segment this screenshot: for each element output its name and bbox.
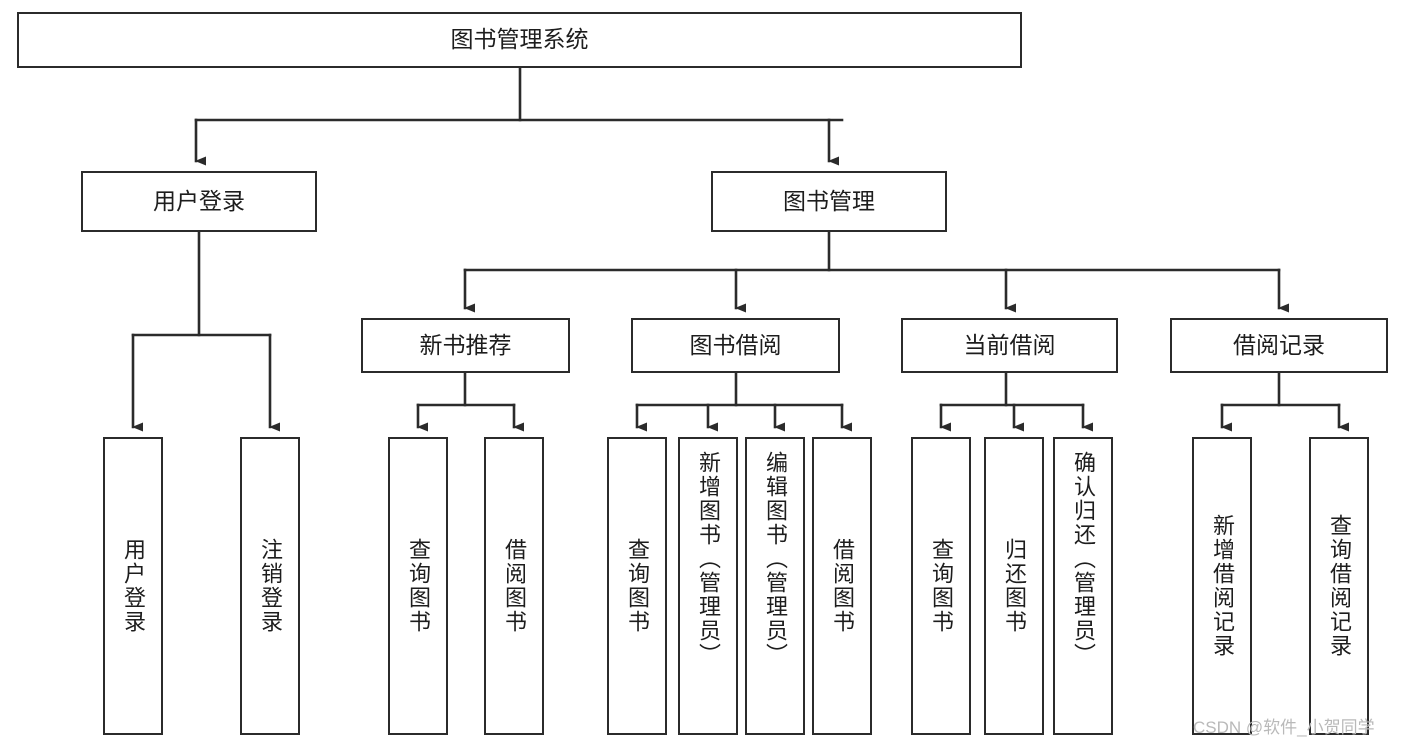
node-label: 用户登录 bbox=[153, 187, 245, 214]
node-leaf-add-borrow-record[interactable]: 新增借阅记录 bbox=[1192, 437, 1252, 735]
node-label: 查询图书 bbox=[625, 538, 650, 634]
node-leaf-edit-book-admin[interactable]: 编辑图书（管理员） bbox=[745, 437, 805, 735]
node-label: 图书管理 bbox=[783, 187, 875, 214]
node-root-system[interactable]: 图书管理系统 bbox=[17, 12, 1022, 68]
node-book-borrow[interactable]: 图书借阅 bbox=[631, 318, 840, 373]
node-leaf-query-borrow-record[interactable]: 查询借阅记录 bbox=[1309, 437, 1369, 735]
node-book-management[interactable]: 图书管理 bbox=[711, 171, 947, 232]
node-label: 新增图书（管理员） bbox=[696, 451, 721, 667]
node-leaf-logout[interactable]: 注销登录 bbox=[240, 437, 300, 735]
node-label: 图书管理系统 bbox=[450, 26, 589, 53]
node-label: 归还图书 bbox=[1002, 538, 1027, 634]
node-label: 注销登录 bbox=[258, 538, 283, 634]
node-borrow-record[interactable]: 借阅记录 bbox=[1170, 318, 1388, 373]
node-label: 当前借阅 bbox=[963, 331, 1056, 358]
node-leaf-confirm-return-admin[interactable]: 确认归还（管理员） bbox=[1053, 437, 1113, 735]
node-label: 查询图书 bbox=[406, 538, 431, 634]
node-leaf-user-login[interactable]: 用户登录 bbox=[103, 437, 163, 735]
node-label: 查询图书 bbox=[929, 538, 954, 634]
node-leaf-query-book-current[interactable]: 查询图书 bbox=[911, 437, 971, 735]
node-label: 新书推荐 bbox=[419, 331, 512, 358]
node-label: 借阅图书 bbox=[830, 538, 855, 634]
node-label: 确认归还（管理员） bbox=[1071, 451, 1096, 667]
node-current-borrow[interactable]: 当前借阅 bbox=[901, 318, 1118, 373]
node-user-login[interactable]: 用户登录 bbox=[81, 171, 317, 232]
node-label: 编辑图书（管理员） bbox=[763, 451, 788, 667]
node-leaf-borrow-book-recommend[interactable]: 借阅图书 bbox=[484, 437, 544, 735]
node-label: 查询借阅记录 bbox=[1327, 514, 1352, 658]
node-label: 用户登录 bbox=[121, 538, 146, 634]
node-label: 借阅记录 bbox=[1233, 331, 1325, 358]
node-leaf-query-book-recommend[interactable]: 查询图书 bbox=[388, 437, 448, 735]
node-label: 借阅图书 bbox=[502, 538, 527, 634]
node-label: 图书借阅 bbox=[689, 331, 782, 358]
node-leaf-borrow-book[interactable]: 借阅图书 bbox=[812, 437, 872, 735]
node-leaf-add-book-admin[interactable]: 新增图书（管理员） bbox=[678, 437, 738, 735]
csdn-watermark: CSDN @软件_小贺同学 bbox=[1193, 718, 1375, 737]
node-leaf-query-book-borrow[interactable]: 查询图书 bbox=[607, 437, 667, 735]
node-leaf-return-book[interactable]: 归还图书 bbox=[984, 437, 1044, 735]
node-new-book-recommend[interactable]: 新书推荐 bbox=[361, 318, 570, 373]
node-label: 新增借阅记录 bbox=[1210, 514, 1235, 658]
